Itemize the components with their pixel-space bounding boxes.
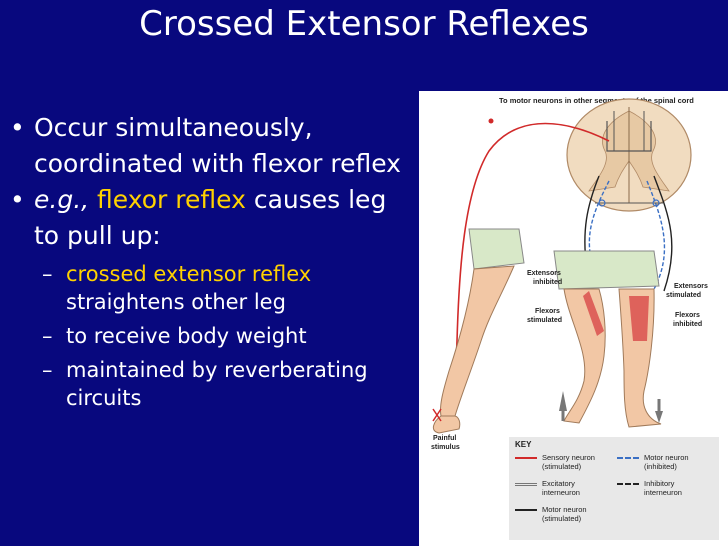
- motor-neuron-inhibited-2: [646, 180, 666, 292]
- flexed-leg: [563, 288, 606, 424]
- flex-stimulated-label-1: Flexors: [535, 308, 560, 315]
- up-arrow: [559, 391, 567, 411]
- slide-title: Crossed Extensor Reflexes: [139, 4, 589, 44]
- flex-inhibited-label-1: Flexors: [675, 312, 700, 319]
- bullet-2-highlight: flexor reflex: [97, 185, 246, 214]
- synapse-marker: [652, 199, 660, 207]
- bullet-1-text: Occur simultaneously, coordinated with f…: [34, 113, 401, 178]
- ext-inhibited-label-2: inhibited: [533, 279, 562, 286]
- right-shorts: [553, 250, 660, 290]
- bullet-2-eg: e.g.,: [34, 185, 90, 214]
- flex-stimulated-label-2: stimulated: [527, 317, 562, 324]
- key-line: [515, 457, 537, 459]
- down-arrow-shaft: [657, 399, 661, 411]
- key-inhib-1: Inhibitory: [644, 479, 675, 488]
- left-foot: [432, 415, 461, 434]
- sub-dash: –: [42, 358, 53, 382]
- extensor-muscle: [629, 296, 649, 341]
- extended-leg: [618, 288, 662, 428]
- key-sensory-1: Sensory neuron: [542, 453, 595, 462]
- subbullet-2: – to receive body weight: [10, 322, 410, 350]
- subbullet-1-highlight: crossed extensor reflex: [66, 262, 312, 286]
- motor-neuron-stimulated-2: [653, 175, 673, 292]
- interneuron-path: [606, 121, 652, 152]
- down-arrow: [655, 411, 663, 423]
- up-arrow-shaft: [561, 411, 565, 421]
- ascending-path: [613, 111, 645, 151]
- legend-key: KEY Sensory neuron(stimulated) Motor neu…: [509, 437, 719, 540]
- ext-stimulated-label-1: Extensors: [674, 283, 708, 290]
- bullet-list: • Occur simultaneously, coordinated with…: [10, 110, 410, 412]
- flex-inhibited-label-2: inhibited: [673, 321, 702, 328]
- key-excit-1: Excitatory: [542, 479, 575, 488]
- ext-inhibited-label-1: Extensors: [527, 270, 561, 277]
- bullet-2: • e.g., flexor reflex causes leg to pull…: [10, 182, 410, 254]
- subbullet-3: – maintained by reverberating circuits: [10, 356, 410, 412]
- sub-dash: –: [42, 324, 53, 348]
- ext-stimulated-label-2: stimulated: [666, 292, 701, 299]
- stimulus-mark: [432, 408, 442, 422]
- ganglion: [488, 118, 494, 124]
- subbullet-3-text: maintained by reverberating circuits: [66, 358, 368, 410]
- key-sensory-2: (stimulated): [542, 462, 582, 471]
- painful-label-1: Painful: [433, 435, 456, 442]
- key-title: KEY: [515, 440, 532, 449]
- bullet-1: • Occur simultaneously, coordinated with…: [10, 110, 410, 182]
- left-shorts: [468, 228, 525, 270]
- key-excit-2: interneuron: [542, 488, 580, 497]
- sub-dash: –: [42, 262, 53, 286]
- key-motor-inh-2: (inhibited): [644, 462, 677, 471]
- bullet-dot: •: [10, 113, 25, 142]
- key-line: [617, 457, 639, 459]
- key-line: [515, 509, 537, 511]
- key-line: [617, 483, 639, 485]
- reflex-figure: To motor neurons in other segments of th…: [419, 91, 728, 546]
- subbullet-2-text: to receive body weight: [66, 324, 307, 348]
- bullet-2-rest: causes leg to pull up:: [34, 185, 387, 250]
- key-inhib-2: interneuron: [644, 488, 682, 497]
- key-motor-inh-1: Motor neuron: [644, 453, 689, 462]
- left-leg: [440, 265, 515, 417]
- subbullet-1-rest: straightens other leg: [66, 290, 286, 314]
- subbullet-1: – crossed extensor reflex straightens ot…: [10, 260, 410, 316]
- key-motor-stim-2: (stimulated): [542, 514, 582, 523]
- bullet-dot: •: [10, 185, 25, 214]
- synapse-marker: [598, 199, 606, 207]
- flexor-muscle: [583, 291, 604, 336]
- painful-label-2: stimulus: [431, 444, 460, 451]
- top-label: To motor neurons in other segments of th…: [499, 96, 694, 105]
- key-motor-stim-1: Motor neuron: [542, 505, 587, 514]
- key-line: [515, 483, 537, 486]
- reflex-illustration: To motor neurons in other segments of th…: [431, 96, 708, 451]
